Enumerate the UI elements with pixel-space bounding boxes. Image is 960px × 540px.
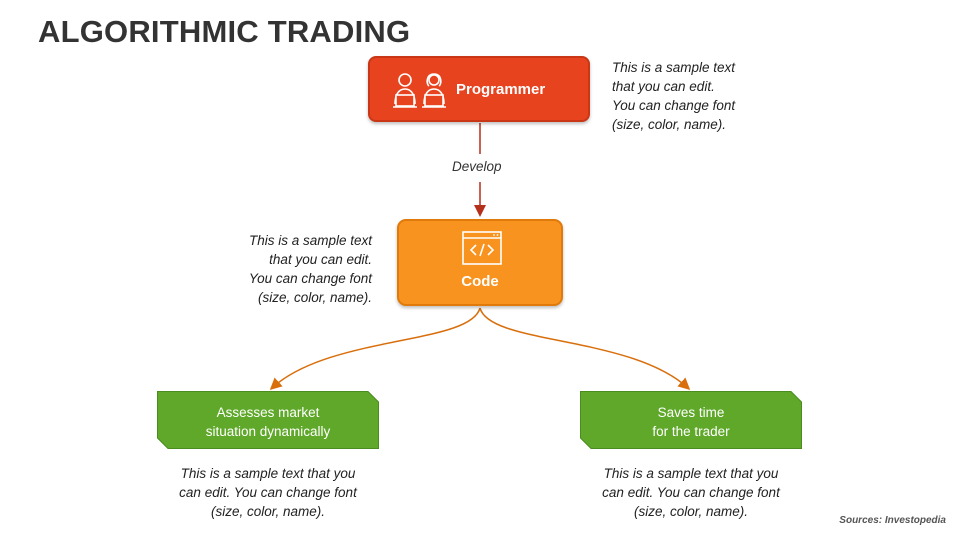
arrow-code-to-saves bbox=[479, 307, 691, 391]
assesses-label: Assesses market situation dynamically bbox=[157, 403, 379, 441]
code-note-line: (size, color, name). bbox=[257, 290, 372, 305]
code-note-line: that you can edit. bbox=[269, 252, 372, 267]
saves-label: Saves time for the trader bbox=[580, 403, 802, 441]
programmer-note-line: (size, color, name). bbox=[612, 117, 727, 132]
saves-node: Saves time for the trader bbox=[580, 391, 802, 449]
saves-note-line: This is a sample text that you bbox=[603, 466, 779, 481]
programmer-note-line: that you can edit. bbox=[612, 79, 715, 94]
saves-line-1: Saves time bbox=[657, 405, 725, 420]
code-note: This is a sample text that you can edit.… bbox=[212, 231, 372, 307]
programmer-note-line: This is a sample text bbox=[612, 60, 736, 75]
saves-note-line: can edit. You can change font bbox=[602, 485, 780, 500]
programmer-node: Programmer bbox=[368, 56, 590, 122]
assesses-line-1: Assesses market bbox=[216, 405, 320, 420]
assesses-shape bbox=[157, 391, 379, 449]
assesses-line-2: situation dynamically bbox=[205, 424, 331, 439]
page-title: ALGORITHMIC TRADING bbox=[38, 14, 411, 49]
saves-note-line: (size, color, name). bbox=[633, 504, 749, 519]
saves-shape bbox=[580, 391, 802, 449]
code-note-line: This is a sample text bbox=[248, 233, 372, 248]
code-note-line: You can change font bbox=[248, 271, 372, 286]
assesses-note-line: can edit. You can change font bbox=[179, 485, 357, 500]
code-node: Code bbox=[397, 219, 563, 306]
assesses-note-line: This is a sample text that you bbox=[180, 466, 356, 481]
assesses-note-line: (size, color, name). bbox=[210, 504, 326, 519]
assesses-node: Assesses market situation dynamically bbox=[157, 391, 379, 449]
people-with-laptops-icon bbox=[393, 73, 446, 108]
programmer-note-line: You can change font bbox=[612, 98, 736, 113]
arrow-code-to-assesses bbox=[269, 307, 481, 391]
saves-line-2: for the trader bbox=[652, 424, 730, 439]
code-window-icon bbox=[462, 231, 502, 265]
programmer-note: This is a sample text that you can edit.… bbox=[612, 58, 735, 134]
programmer-label: Programmer bbox=[456, 81, 546, 98]
source-credit: Sources: Investopedia bbox=[839, 515, 946, 526]
code-label: Code bbox=[461, 273, 499, 290]
edge-label-develop: Develop bbox=[452, 159, 502, 174]
assesses-note: This is a sample text that you can edit.… bbox=[148, 464, 388, 521]
saves-note: This is a sample text that you can edit.… bbox=[571, 464, 811, 521]
